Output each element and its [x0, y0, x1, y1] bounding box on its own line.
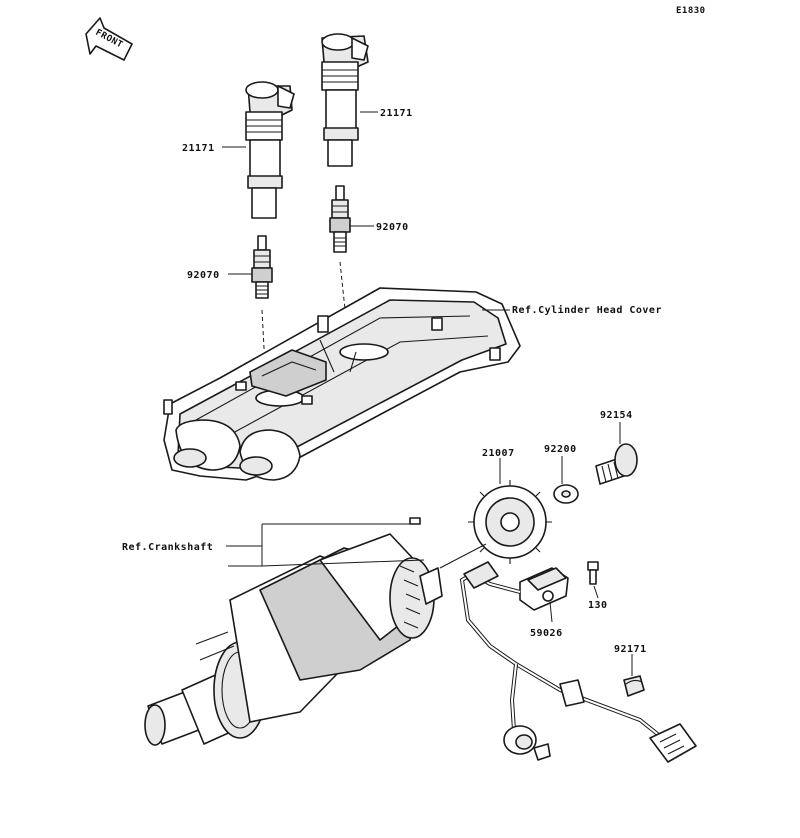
- callout-92154: 92154: [600, 410, 633, 421]
- callout-21007: 21007: [482, 448, 515, 459]
- callout-92070-left: 92070: [187, 270, 220, 281]
- callout-21171-left: 21171: [182, 143, 215, 154]
- callout-92171: 92171: [614, 644, 647, 655]
- callout-21171-right: 21171: [380, 108, 413, 119]
- callout-130: 130: [588, 600, 608, 611]
- spark-plug-left: [251, 235, 273, 299]
- sensor-bolt: [587, 561, 599, 585]
- spark-plug-right: [329, 185, 351, 253]
- crankshaft: [144, 533, 443, 746]
- front-arrow-icon: [85, 17, 133, 61]
- washer: [553, 484, 579, 504]
- ignition-coil-right: [321, 33, 369, 167]
- callout-crankshaft-ref: Ref.Crankshaft: [122, 542, 213, 553]
- callout-59026: 59026: [530, 628, 563, 639]
- sensor-harness: [459, 561, 662, 761]
- harness-connector: [649, 723, 697, 763]
- callout-head-cover-ref: Ref.Cylinder Head Cover: [512, 304, 662, 316]
- callout-92200: 92200: [544, 444, 577, 455]
- diagram-code: E1830: [676, 6, 706, 16]
- callout-92070-right: 92070: [376, 222, 409, 233]
- ignition-coil-left: [245, 81, 295, 219]
- timing-rotor: [468, 480, 552, 564]
- rotor-bolt: [595, 443, 638, 485]
- crank-sensor: [519, 567, 569, 611]
- harness-clamp: [623, 675, 645, 697]
- cylinder-head-cover: [163, 287, 521, 481]
